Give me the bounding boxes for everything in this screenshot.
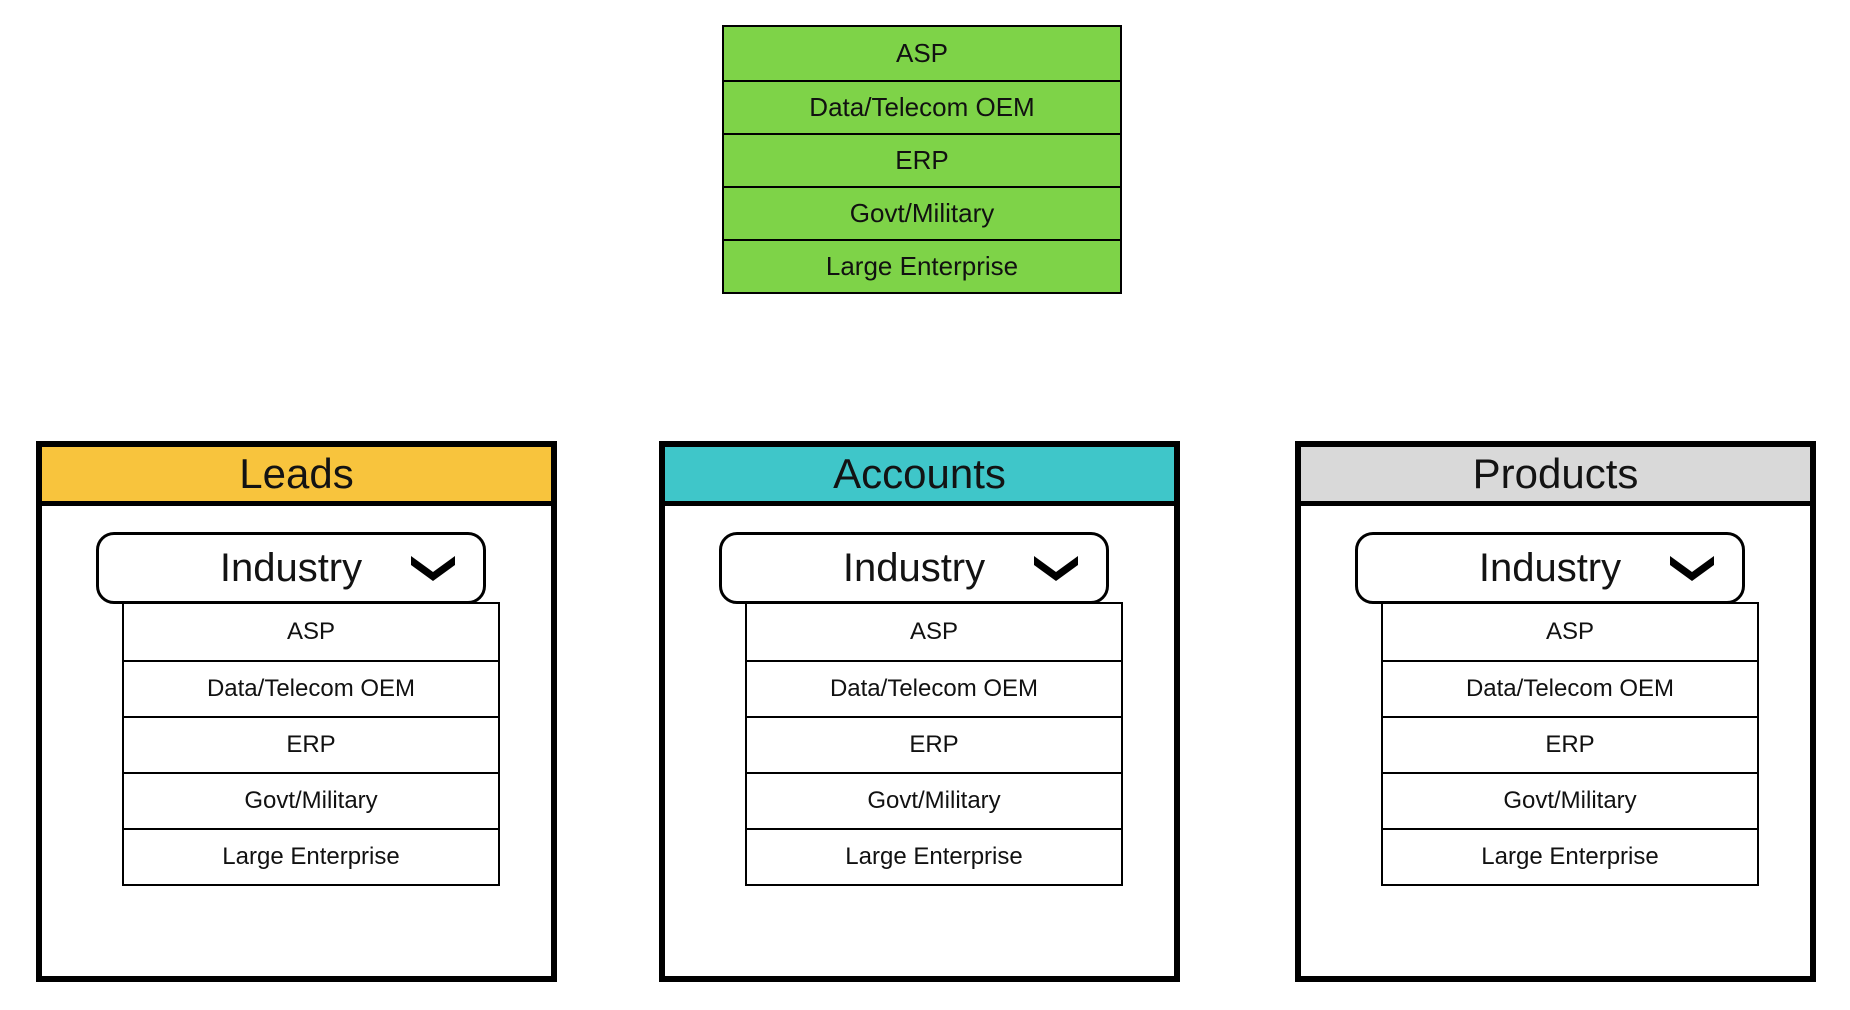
industry-dropdown-label: Industry bbox=[842, 545, 986, 590]
industry-option[interactable]: ERP bbox=[1383, 716, 1757, 772]
chevron-down-icon bbox=[1668, 554, 1716, 582]
industry-dropdown[interactable]: Industry bbox=[96, 532, 486, 604]
panel-title: Accounts bbox=[833, 450, 1006, 497]
panel-title: Products bbox=[1472, 450, 1639, 497]
source-value-row: ERP bbox=[724, 133, 1120, 186]
panel-header: Products bbox=[1301, 447, 1810, 506]
panel-products: Products Industry ASP Data/Telecom OEM E… bbox=[1295, 441, 1816, 982]
panel-header: Accounts bbox=[665, 447, 1174, 506]
chevron-down-icon bbox=[409, 554, 457, 582]
panel-title: Leads bbox=[239, 450, 354, 497]
industry-option[interactable]: ASP bbox=[286, 618, 336, 645]
industry-option[interactable]: ERP bbox=[124, 716, 498, 772]
industry-dropdown[interactable]: Industry bbox=[719, 532, 1109, 604]
panel-body: Industry ASP Data/Telecom OEM ERP Govt/M… bbox=[665, 506, 1174, 976]
industry-options-list: ASP Data/Telecom OEM ERP Govt/Military L… bbox=[122, 602, 500, 886]
panel-header: Leads bbox=[42, 447, 551, 506]
industry-option[interactable]: Govt/Military bbox=[747, 772, 1121, 828]
industry-option[interactable]: Data/Telecom OEM bbox=[1383, 660, 1757, 716]
industry-option[interactable]: ASP bbox=[1545, 618, 1595, 645]
panel-body: Industry ASP Data/Telecom OEM ERP Govt/M… bbox=[1301, 506, 1810, 976]
industry-option[interactable]: Large Enterprise bbox=[747, 828, 1121, 884]
source-value-row: Data/Telecom OEM bbox=[724, 80, 1120, 133]
industry-values-source-list: ASP Data/Telecom OEM ERP Govt/Military L… bbox=[722, 25, 1122, 294]
panel-leads: Leads Industry ASP Data/Telecom OEM ERP … bbox=[36, 441, 557, 982]
source-value-row: ASP bbox=[724, 27, 1120, 80]
industry-option[interactable]: Govt/Military bbox=[1383, 772, 1757, 828]
industry-option[interactable]: Large Enterprise bbox=[1383, 828, 1757, 884]
industry-option[interactable]: ASP bbox=[909, 618, 959, 645]
industry-option[interactable]: Data/Telecom OEM bbox=[124, 660, 498, 716]
chevron-down-icon bbox=[1032, 554, 1080, 582]
industry-dropdown[interactable]: Industry bbox=[1355, 532, 1745, 604]
industry-options-list: ASP Data/Telecom OEM ERP Govt/Military L… bbox=[745, 602, 1123, 886]
panel-accounts: Accounts Industry ASP Data/Telecom OEM E… bbox=[659, 441, 1180, 982]
industry-dropdown-label: Industry bbox=[219, 545, 363, 590]
industry-option[interactable]: ERP bbox=[747, 716, 1121, 772]
industry-option[interactable]: Data/Telecom OEM bbox=[747, 660, 1121, 716]
source-value-row: Govt/Military bbox=[724, 186, 1120, 239]
industry-options-list: ASP Data/Telecom OEM ERP Govt/Military L… bbox=[1381, 602, 1759, 886]
industry-option[interactable]: Govt/Military bbox=[124, 772, 498, 828]
source-value-row: Large Enterprise bbox=[724, 239, 1120, 292]
industry-option[interactable]: Large Enterprise bbox=[124, 828, 498, 884]
panel-body: Industry ASP Data/Telecom OEM ERP Govt/M… bbox=[42, 506, 551, 976]
industry-dropdown-label: Industry bbox=[1478, 545, 1622, 590]
